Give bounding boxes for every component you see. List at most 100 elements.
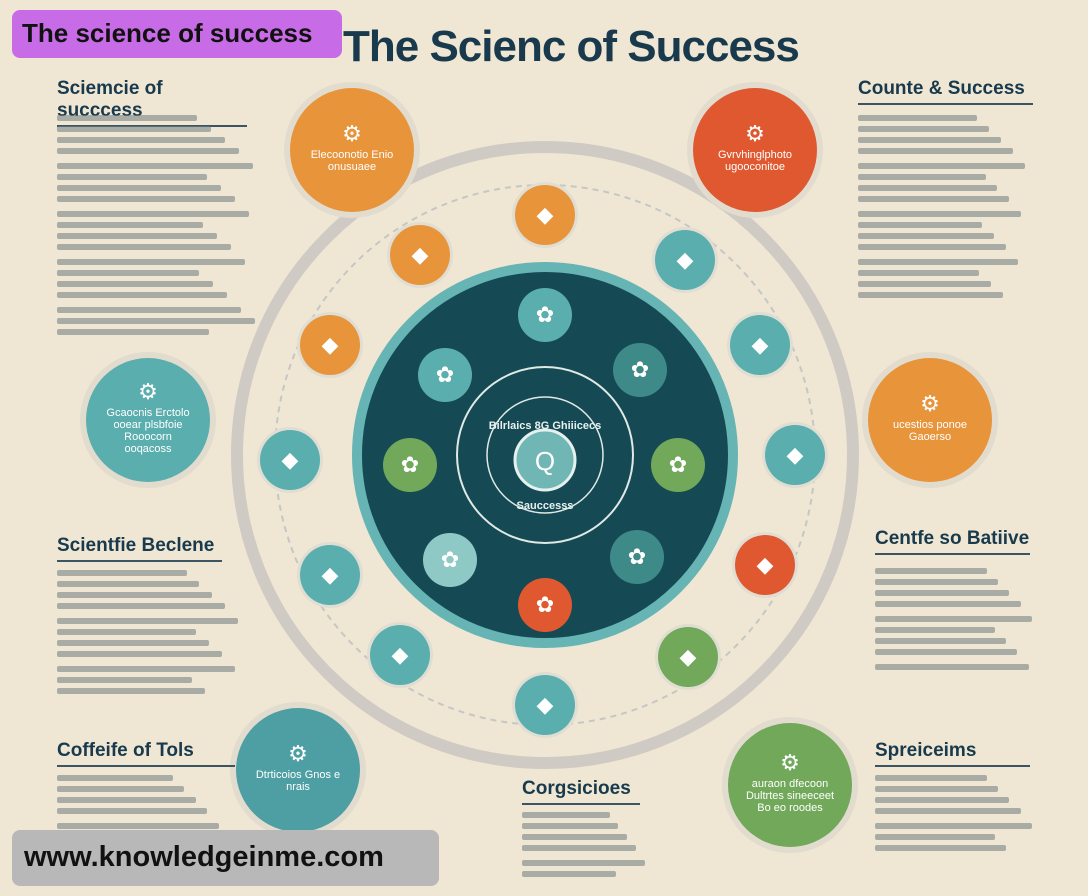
feature-icon: ⚙ [138, 379, 158, 404]
text-line [57, 629, 196, 635]
feature-circle: ⚙auraon dfecoon Dultrtes sineeceet Bo eo… [728, 723, 852, 847]
text-line [57, 581, 200, 587]
feature-circle: ⚙ucestios ponoe Gaoerso [868, 358, 992, 482]
text-line [875, 638, 1007, 644]
text-line [57, 163, 253, 169]
text-block [57, 775, 222, 829]
step-icon-circle: ◆ [300, 315, 360, 375]
step-icon-circle: ◆ [658, 627, 718, 687]
text-block [875, 775, 1035, 851]
text-line [875, 823, 1032, 829]
feature-label: Dtrticoios Gnos e nrais [255, 769, 341, 793]
inner-ring [456, 366, 634, 544]
text-line [875, 579, 999, 585]
text-line [858, 126, 989, 132]
text-line [858, 244, 1006, 250]
text-line [522, 871, 616, 877]
outer-ring [231, 141, 859, 769]
text-line [522, 812, 610, 818]
step-icon-circle: ◆ [390, 225, 450, 285]
text-line [875, 601, 1021, 607]
text-line [875, 775, 987, 781]
text-line [522, 823, 619, 829]
text-line [57, 603, 226, 609]
overlay-title-tag: The science of success [12, 10, 342, 58]
inner-icon-circle: ✿ [423, 533, 477, 587]
feature-label: auraon dfecoon Dultrtes sineeceet Bo eo … [745, 778, 835, 814]
inner-icon-circle: ✿ [518, 288, 572, 342]
text-line [57, 329, 209, 335]
text-line [57, 797, 196, 803]
text-line [858, 148, 1013, 154]
text-line [57, 618, 239, 624]
text-line [858, 292, 1003, 298]
text-line [57, 126, 211, 132]
text-line [57, 244, 231, 250]
text-line [875, 845, 1007, 851]
text-block [522, 812, 647, 877]
text-line [858, 233, 994, 239]
text-line [57, 233, 217, 239]
inner-icon-circle: ✿ [651, 438, 705, 492]
text-line [522, 860, 645, 866]
feature-label: Gvrvhinglphoto ugooconitoe [718, 149, 792, 173]
step-icon-circle: ◆ [765, 425, 825, 485]
text-line [57, 688, 205, 694]
step-icon-circle: ◆ [655, 230, 715, 290]
text-line [57, 307, 241, 313]
text-line [57, 211, 249, 217]
text-line [875, 568, 987, 574]
text-line [875, 786, 999, 792]
inner-icon-circle: ✿ [383, 438, 437, 492]
step-icon-circle: ◆ [260, 430, 320, 490]
text-line [875, 808, 1021, 814]
text-line [875, 616, 1032, 622]
overlay-url: www.knowledgeinme.com [12, 830, 439, 886]
text-line [858, 270, 979, 276]
section-heading: Corgsicioes [522, 778, 640, 805]
text-line [57, 570, 187, 576]
text-line [858, 281, 991, 287]
core-circle [513, 428, 577, 492]
feature-circle: ⚙ Elecoonotio Enio onusuaee [290, 88, 414, 212]
text-line [858, 115, 977, 121]
text-line [858, 196, 1010, 202]
feature-icon: ⚙ [288, 741, 308, 766]
feature-icon: ⚙ [342, 121, 362, 146]
feature-label: Elecoonotio Enio onusuaee [310, 149, 394, 173]
text-line [57, 592, 213, 598]
text-line [57, 148, 239, 154]
text-line [57, 640, 209, 646]
feature-circle: ⚙ Gvrvhinglphoto ugooconitoe [693, 88, 817, 212]
text-line [858, 222, 983, 228]
text-line [858, 259, 1018, 265]
text-line [57, 823, 219, 829]
text-line [57, 651, 222, 657]
center-bottom-text: Sauccesss [516, 500, 574, 512]
text-line [858, 137, 1001, 143]
step-icon-circle: ◆ [300, 545, 360, 605]
feature-label: Gcaocnis Erctolo ooear plsbfoie Rooocorn… [106, 407, 190, 455]
text-line [57, 222, 203, 228]
feature-icon: ⚙ [745, 121, 765, 146]
text-block [57, 570, 242, 694]
text-line [875, 797, 1010, 803]
section-heading: Counte & Success [858, 78, 1033, 105]
text-line [57, 677, 193, 683]
text-line [57, 174, 207, 180]
text-line [57, 775, 173, 781]
text-line [522, 845, 636, 851]
inner-icon-circle: ✿ [610, 530, 664, 584]
text-line [875, 649, 1018, 655]
feature-circle: ⚙ Gcaocnis Erctolo ooear plsbfoie Rooocor… [86, 358, 210, 482]
text-line [858, 211, 1022, 217]
section-heading: Spreiceims [875, 740, 1030, 767]
text-line [858, 163, 1025, 169]
text-line [57, 318, 255, 324]
text-line [858, 174, 986, 180]
text-line [875, 834, 995, 840]
section-heading: Coffeife of Tols [57, 740, 235, 767]
feature-icon: ⚙ [920, 391, 940, 416]
feature-circle: ⚙ Dtrticoios Gnos e nrais [236, 708, 360, 832]
text-line [858, 185, 998, 191]
